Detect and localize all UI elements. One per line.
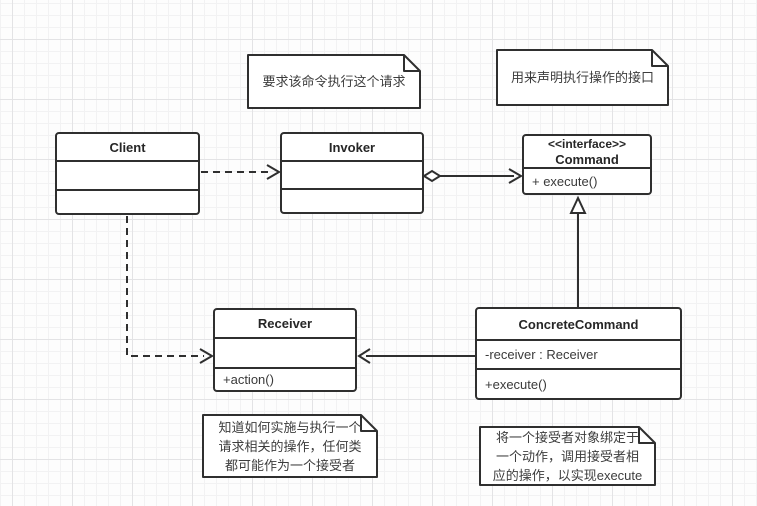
note-concretecommand-text: 将一个接受者对象绑定于一个动作，调用接受者相应的操作，以实现execute	[492, 429, 643, 483]
class-invoker-title: Invoker	[328, 139, 376, 155]
arrow-invoker-command	[422, 168, 523, 184]
class-client-methods	[57, 189, 198, 213]
class-receiver-attributes	[215, 337, 355, 367]
interface-name: Command	[555, 151, 619, 167]
class-receiver-method: +action()	[215, 367, 355, 390]
note-shape-receiver	[202, 414, 378, 478]
arrow-concretecommand-receiver	[357, 348, 475, 364]
note-shape-concretecommand	[479, 426, 656, 486]
class-concretecommand-attribute: -receiver : Receiver	[477, 339, 680, 368]
arrow-client-invoker	[201, 164, 281, 180]
interface-command: <<interface>> Command + execute()	[522, 134, 652, 195]
class-invoker-attributes	[282, 160, 422, 188]
class-invoker: Invoker	[280, 132, 424, 214]
class-concretecommand-method: +execute()	[477, 368, 680, 398]
class-receiver: Receiver +action()	[213, 308, 357, 392]
class-concretecommand-title: ConcreteCommand	[518, 316, 639, 332]
note-receiver-text: 知道如何实施与执行一个请求相关的操作，任何类都可能作为一个接受者	[218, 419, 362, 473]
note-shape-invoker	[247, 54, 421, 109]
note-command-text: 用来声明执行操作的接口	[510, 70, 654, 85]
arrow-client-receiver	[126, 216, 214, 364]
note-invoker-text: 要求该命令执行这个请求	[262, 74, 406, 89]
class-client: Client	[55, 132, 200, 215]
interface-command-method: + execute()	[524, 167, 650, 193]
interface-stereotype: <<interface>>	[547, 136, 627, 151]
interface-command-title: <<interface>> Command	[524, 136, 650, 167]
class-concretecommand: ConcreteCommand -receiver : Receiver +ex…	[475, 307, 682, 400]
note-shape-command	[496, 49, 669, 106]
class-receiver-title: Receiver	[257, 316, 313, 331]
class-client-attributes	[57, 160, 198, 189]
arrow-concretecommand-command	[569, 195, 587, 307]
class-invoker-methods	[282, 188, 422, 212]
class-client-title: Client	[109, 139, 146, 155]
